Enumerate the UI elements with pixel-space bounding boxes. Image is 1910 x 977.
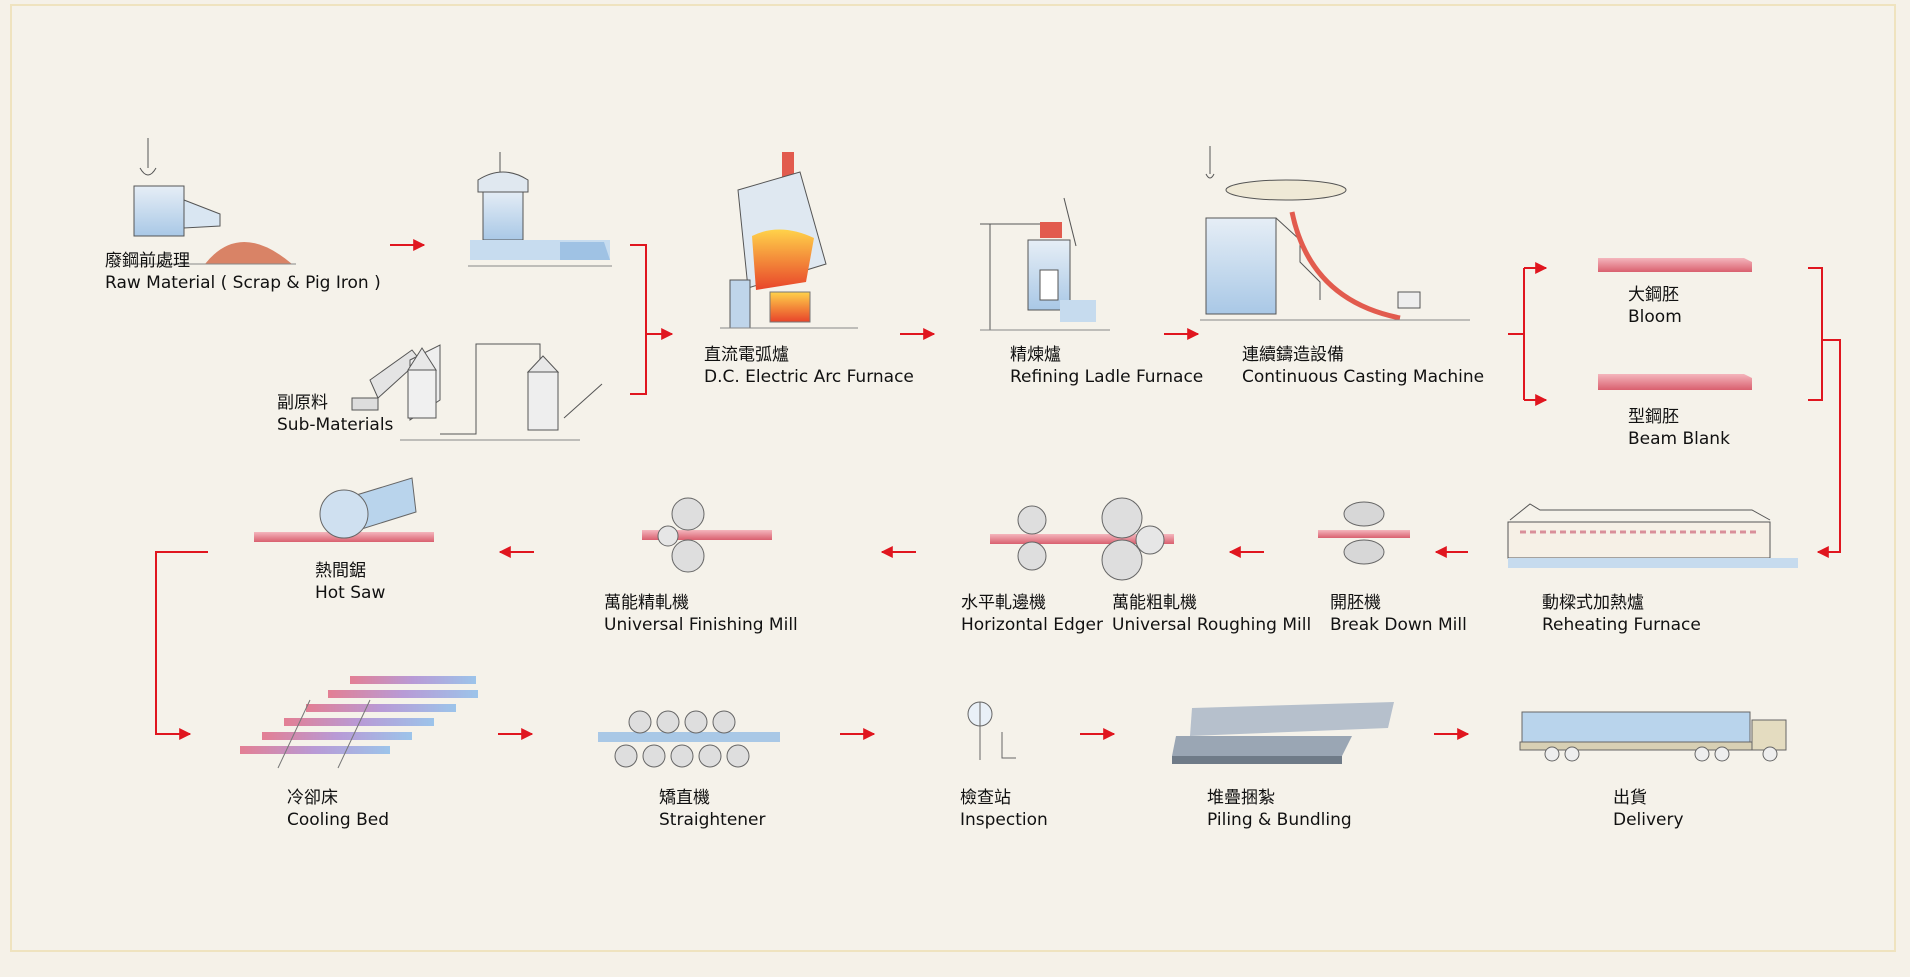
hot-saw-illustration bbox=[254, 477, 434, 542]
label-en: Sub-Materials bbox=[277, 415, 394, 435]
roughing-mill-illustration bbox=[990, 497, 1174, 581]
label-en: Piling & Bundling bbox=[1207, 810, 1352, 830]
label-zh: 精煉爐 bbox=[1010, 345, 1061, 365]
label-zh: 直流電弧爐 bbox=[704, 345, 789, 365]
scrap-charging-illustration bbox=[468, 152, 612, 267]
label-en: Delivery bbox=[1613, 810, 1684, 830]
label-zh: 動樑式加熱爐 bbox=[1542, 593, 1644, 613]
delivery-truck-illustration bbox=[1519, 711, 1787, 762]
label-straightener: 矯直機 Straightener bbox=[659, 787, 766, 831]
label-zh: 堆疊捆紮 bbox=[1207, 788, 1275, 808]
label-en: Cooling Bed bbox=[287, 810, 389, 830]
straightener-illustration bbox=[598, 710, 780, 768]
label-piling: 堆疊捆紮 Piling & Bundling bbox=[1207, 787, 1352, 831]
merge-bracket bbox=[1808, 267, 1823, 401]
label-break-down: 開胚機 Break Down Mill bbox=[1330, 592, 1467, 636]
label-eaf: 直流電弧爐 D.C. Electric Arc Furnace bbox=[704, 344, 914, 388]
label-zh: 冷卻床 bbox=[287, 788, 338, 808]
label-en: Continuous Casting Machine bbox=[1242, 367, 1485, 387]
label-reheating: 動樑式加熱爐 Reheating Furnace bbox=[1542, 592, 1701, 636]
label-zh: 萬能粗軋機 bbox=[1112, 593, 1197, 613]
label-en: Universal Finishing Mill bbox=[604, 615, 798, 635]
label-zh: 檢查站 bbox=[960, 788, 1011, 808]
diagram-frame bbox=[10, 4, 1896, 952]
label-ladle: 精煉爐 Refining Ladle Furnace bbox=[1010, 344, 1203, 388]
label-en: Break Down Mill bbox=[1330, 615, 1467, 635]
electric-arc-furnace-illustration bbox=[720, 152, 858, 329]
label-bloom: 大鋼胚 Bloom bbox=[1628, 284, 1682, 328]
label-edger: 水平軋邊機 Horizontal Edger bbox=[961, 592, 1103, 636]
ladle-furnace-illustration bbox=[980, 197, 1110, 331]
label-en: Horizontal Edger bbox=[961, 615, 1103, 635]
beam-blank-bar bbox=[1598, 374, 1752, 390]
label-finishing: 萬能精軋機 Universal Finishing Mill bbox=[604, 592, 798, 636]
label-cooling-bed: 冷卻床 Cooling Bed bbox=[287, 787, 389, 831]
label-delivery: 出貨 Delivery bbox=[1613, 787, 1684, 831]
bracket-feed-to-eaf bbox=[630, 244, 647, 395]
label-en: Raw Material ( Scrap & Pig Iron ) bbox=[105, 273, 381, 293]
label-zh: 型鋼胚 bbox=[1628, 407, 1679, 427]
label-roughing: 萬能粗軋機 Universal Roughing Mill bbox=[1112, 592, 1311, 636]
scrap-yard-illustration bbox=[130, 138, 296, 265]
reheating-furnace-illustration bbox=[1507, 503, 1798, 568]
label-en: Hot Saw bbox=[315, 583, 386, 603]
label-zh: 水平軋邊機 bbox=[961, 593, 1046, 613]
label-en: Inspection bbox=[960, 810, 1048, 830]
label-inspection: 檢查站 Inspection bbox=[960, 787, 1048, 831]
label-zh: 大鋼胚 bbox=[1628, 285, 1679, 305]
label-zh: 矯直機 bbox=[659, 788, 710, 808]
arrow-saw-to-cooling bbox=[155, 551, 208, 740]
bloom-bar bbox=[1598, 258, 1752, 272]
label-en: Beam Blank bbox=[1628, 429, 1730, 449]
inspection-gauge-illustration bbox=[967, 701, 1016, 760]
label-zh: 開胚機 bbox=[1330, 593, 1381, 613]
label-en: Universal Roughing Mill bbox=[1112, 615, 1312, 635]
piling-illustration bbox=[1172, 702, 1394, 764]
label-en: Reheating Furnace bbox=[1542, 615, 1701, 635]
label-en: Refining Ladle Furnace bbox=[1010, 367, 1204, 387]
label-zh: 熱間鋸 bbox=[315, 561, 366, 581]
label-ccm: 連續鑄造設備 Continuous Casting Machine bbox=[1242, 344, 1484, 388]
arrow-to-reheating bbox=[1816, 339, 1841, 558]
label-en: Straightener bbox=[659, 810, 766, 830]
label-en: Bloom bbox=[1628, 307, 1682, 327]
label-sub-materials: 副原料 Sub-Materials bbox=[277, 392, 393, 436]
label-hot-saw: 熱間鋸 Hot Saw bbox=[315, 560, 385, 604]
continuous-casting-illustration bbox=[1200, 146, 1470, 321]
label-en: D.C. Electric Arc Furnace bbox=[704, 367, 914, 387]
label-zh: 廢鋼前處理 bbox=[105, 251, 190, 271]
break-down-mill-illustration bbox=[1318, 501, 1410, 565]
finishing-mill-illustration bbox=[642, 497, 772, 573]
label-zh: 副原料 bbox=[277, 393, 328, 413]
label-zh: 萬能精軋機 bbox=[604, 593, 689, 613]
label-zh: 出貨 bbox=[1613, 788, 1647, 808]
label-zh: 連續鑄造設備 bbox=[1242, 345, 1344, 365]
label-raw-material: 廢鋼前處理 Raw Material ( Scrap & Pig Iron ) bbox=[105, 250, 381, 294]
label-beam-blank: 型鋼胚 Beam Blank bbox=[1628, 406, 1730, 450]
cooling-bed-illustration bbox=[240, 676, 478, 769]
sub-materials-illustration bbox=[351, 343, 603, 441]
